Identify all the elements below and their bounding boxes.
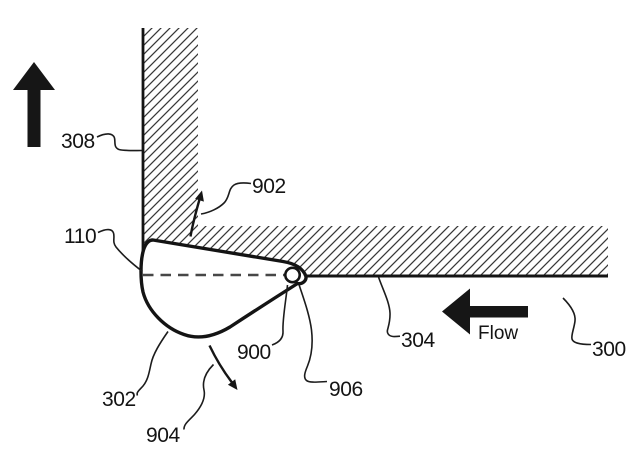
ref-label-302: 302 bbox=[102, 388, 136, 411]
leader-900 bbox=[271, 284, 289, 346]
leader-904 bbox=[183, 363, 215, 430]
flap-valve-body bbox=[139, 238, 308, 339]
ref-label-904: 904 bbox=[146, 424, 180, 447]
flap-swing-arrow-icon bbox=[208, 344, 238, 390]
leader-lines bbox=[96, 133, 592, 430]
ref-label-304: 304 bbox=[401, 329, 435, 352]
leader-902 bbox=[200, 182, 252, 215]
ref-label-308: 308 bbox=[61, 130, 95, 153]
leader-300 bbox=[562, 297, 592, 346]
ref-label-902: 902 bbox=[252, 175, 286, 198]
ref-label-906: 906 bbox=[329, 378, 363, 401]
ref-label-110: 110 bbox=[64, 225, 97, 248]
flap-pivot-circle bbox=[283, 266, 301, 284]
leader-304 bbox=[377, 276, 401, 338]
leader-906 bbox=[298, 284, 328, 383]
flow-direction-label: Flow bbox=[478, 323, 519, 344]
up-arrow-icon bbox=[13, 62, 55, 147]
wall-hatching bbox=[143, 28, 608, 276]
leader-110 bbox=[97, 228, 143, 273]
flap-open-arrow-icon bbox=[189, 190, 204, 237]
vertical-wall-hatch bbox=[143, 28, 198, 226]
ref-label-900: 900 bbox=[237, 341, 271, 364]
leader-308 bbox=[96, 133, 143, 152]
flow-left-arrow-icon bbox=[442, 288, 528, 335]
leader-302 bbox=[136, 331, 169, 396]
ref-label-300: 300 bbox=[592, 338, 626, 361]
